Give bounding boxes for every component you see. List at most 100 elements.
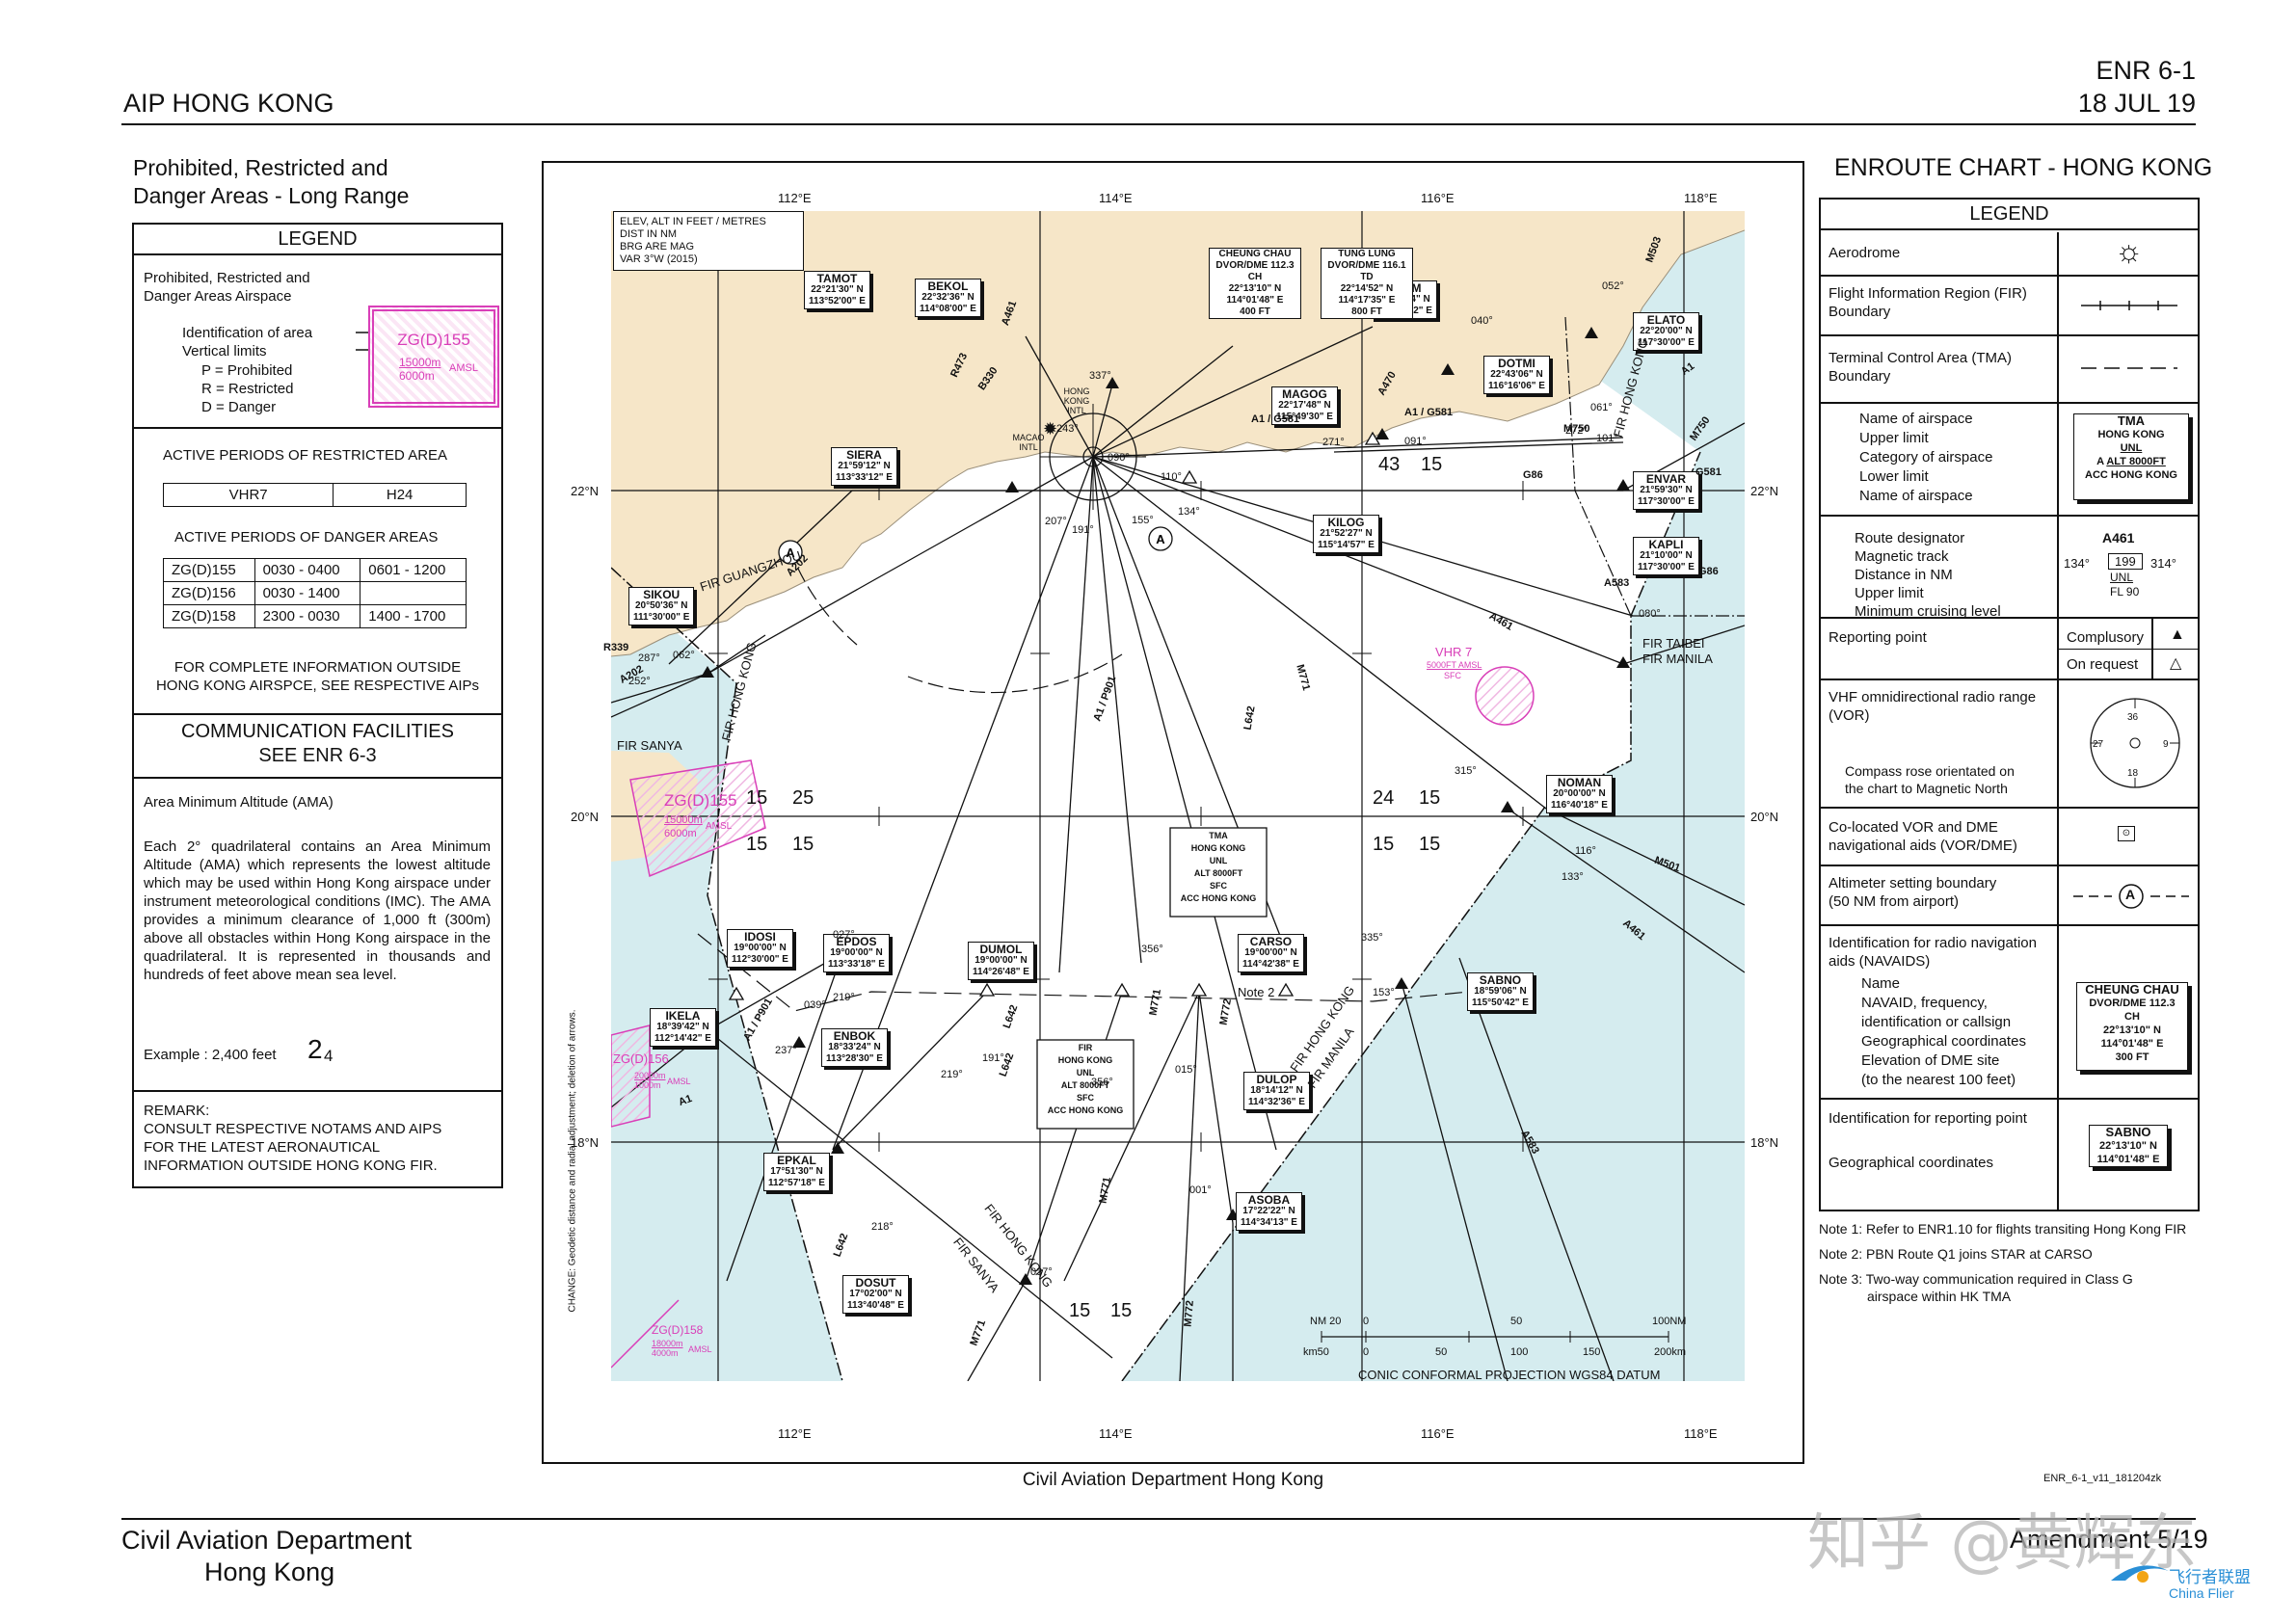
scale-km-label: 50: [1435, 1346, 1448, 1358]
waypoint-lon: 112°57'18" E: [768, 1178, 825, 1188]
scale-km-label: 150: [1583, 1346, 1601, 1358]
vor-cheung-chau: CHEUNG CHAU DVOR/DME 112.3 CH 22°13'10" …: [1209, 248, 1301, 319]
airspace-label: Prohibited, Restricted and Danger Areas …: [144, 270, 310, 305]
waypoint-lon: 117°30'00" E: [1638, 496, 1695, 507]
bearing-label: 027°: [833, 929, 855, 941]
scale-km-label: 100: [1510, 1346, 1529, 1358]
footer-rule: [121, 1518, 2196, 1520]
bearing-label: 287°: [638, 652, 660, 664]
lat-label-right: 18°N: [1750, 1135, 1779, 1150]
ama-value: 15: [1110, 1300, 1133, 1321]
legend-compass-note: Compass rose orientated on the chart to …: [1845, 763, 2015, 796]
vhr7-lower: SFC: [1444, 671, 1461, 680]
legend-route-labels: Route designator Magnetic track Distance…: [1855, 530, 2001, 620]
waypoint-name: IKELA: [665, 1009, 701, 1023]
table-row: VHR7 H24: [162, 483, 467, 507]
right-legend-title: LEGEND: [1821, 200, 2198, 230]
map-caption: Civil Aviation Department Hong Kong: [1022, 1470, 1324, 1490]
bearing-label: 015°: [1175, 1064, 1197, 1076]
bearing-label: 356°: [1091, 1077, 1113, 1088]
table-row: ZG(D)156 0030 - 1400: [163, 581, 467, 605]
waypoint-lat: 21°59'12" N: [838, 461, 891, 471]
example-ama-small: 4: [324, 1047, 334, 1065]
route-label: M772: [1182, 1299, 1196, 1328]
legend-compulsory: Complusory: [2067, 629, 2145, 646]
bearing-label: 155°: [1132, 515, 1154, 526]
hk-vor-rose: [1040, 404, 1146, 510]
waypoint-name: EPDOS: [836, 935, 877, 948]
legend-altimeter: Altimeter setting boundary (50 NM from a…: [1829, 875, 1997, 910]
bearing-label: 335°: [1361, 932, 1383, 944]
lon-label-top: 114°E: [1099, 191, 1133, 205]
altimeter-a-icon: A: [2125, 887, 2136, 902]
zgd156-area: [611, 1024, 651, 1128]
route-label: G86: [1523, 469, 1543, 481]
ama-value: 24: [1373, 787, 1395, 809]
tma-boundary-south: [697, 933, 1470, 1012]
ama-value: 15: [1421, 454, 1443, 475]
on-request-triangle-icon: △: [2170, 655, 2182, 672]
airport-macao-intl: MACAO INTL: [1012, 433, 1045, 452]
waypoint-lat: 17°02'00" N: [849, 1289, 902, 1299]
ama-value: 15: [1069, 1300, 1091, 1321]
zgd158-lower: 4000m: [652, 1348, 679, 1358]
waypoint-name: CARSO: [1249, 935, 1293, 948]
fir-airspace-text: FIR HONG KONG UNL ALT 8000FT SFC ACC HON…: [1047, 1043, 1124, 1115]
left-panel-title: Prohibited, Restricted and Danger Areas …: [133, 155, 410, 208]
danger-table: ZG(D)155 0030 - 0400 0601 - 1200 ZG(D)15…: [163, 558, 467, 628]
waypoint-name: TAMOT: [816, 272, 858, 285]
waypoint-name: ASOBA: [1247, 1193, 1291, 1207]
waypoint-lat: 22°21'30" N: [811, 284, 864, 295]
bearing-label: 101°: [1596, 433, 1618, 444]
waypoint-name: MAGOG: [1282, 387, 1327, 401]
footer-amendment: Amendment 5/19: [2010, 1525, 2208, 1554]
ama-value: 43: [1378, 454, 1401, 475]
region-fir-manila: FIR MANILA: [1642, 652, 1713, 666]
tma-airspace-text: TMA HONG KONG UNL ALT 8000FT SFC ACC HON…: [1180, 831, 1257, 903]
zgd158-upper: 18000m: [652, 1339, 683, 1348]
complete-info-note: FOR COMPLETE INFORMATION OUTSIDE HONG KO…: [155, 659, 480, 694]
scale-km-label: 0: [1363, 1346, 1370, 1358]
change-note: CHANGE: Geodetic distance and radial adj…: [567, 1009, 578, 1313]
lat-label-left: 22°N: [571, 484, 600, 498]
ama-title: Area Minimum Altitude (AMA): [144, 794, 334, 811]
vordme-icon: ⊙: [2118, 826, 2135, 841]
waypoint-lon: 117°30'00" E: [1638, 337, 1695, 348]
route-label: A583: [1604, 577, 1630, 589]
waypoint-name: SIERA: [846, 448, 882, 462]
active-danger-title: ACTIVE PERIODS OF DANGER AREAS: [174, 529, 439, 545]
aerodrome-icon: ✹: [1043, 419, 1058, 439]
waypoint-lon: 113°33'12" E: [836, 472, 893, 483]
bearing-label: 243°: [1056, 423, 1079, 435]
bearing-label: 040°: [1471, 315, 1493, 327]
bearing-label: 219°: [833, 992, 855, 1003]
footer-code: ENR_6-1_v11_181204zk: [2043, 1473, 2162, 1484]
legend-navaid-title: Identification for radio navigation aids…: [1829, 935, 2037, 970]
enroute-map-frame: A A ELEV, ALT IN FEET / M: [542, 161, 1804, 1464]
p-label: P = Prohibited: [201, 362, 293, 379]
compass-w: 27: [2093, 739, 2104, 750]
ama-value: 15: [746, 787, 768, 809]
region-fir-taibei: FIR TAIBEI: [1642, 636, 1705, 651]
waypoint-lon: 115°14'57" E: [1318, 540, 1375, 550]
ama-value: 15: [1373, 834, 1395, 855]
left-legend-box: LEGEND Prohibited, Restricted and Danger…: [132, 223, 503, 1188]
coastline: [611, 229, 1745, 657]
table-row: ZG(D)158 2300 - 0030 1400 - 1700: [163, 604, 467, 628]
waypoint-lat: 22°43'06" N: [1490, 369, 1543, 380]
zgd158-boundary: [611, 1299, 680, 1369]
zgd155-lower: 6000m: [664, 828, 697, 839]
fir-boundary-east: [1121, 451, 1701, 1381]
bearing-label: 039°: [804, 999, 826, 1011]
scale-nm-label: 50: [1510, 1316, 1523, 1327]
ama-value: 25: [792, 787, 814, 809]
waypoint-name: KAPLI: [1648, 538, 1684, 551]
fir-boundary-symbol: [2081, 301, 2177, 310]
